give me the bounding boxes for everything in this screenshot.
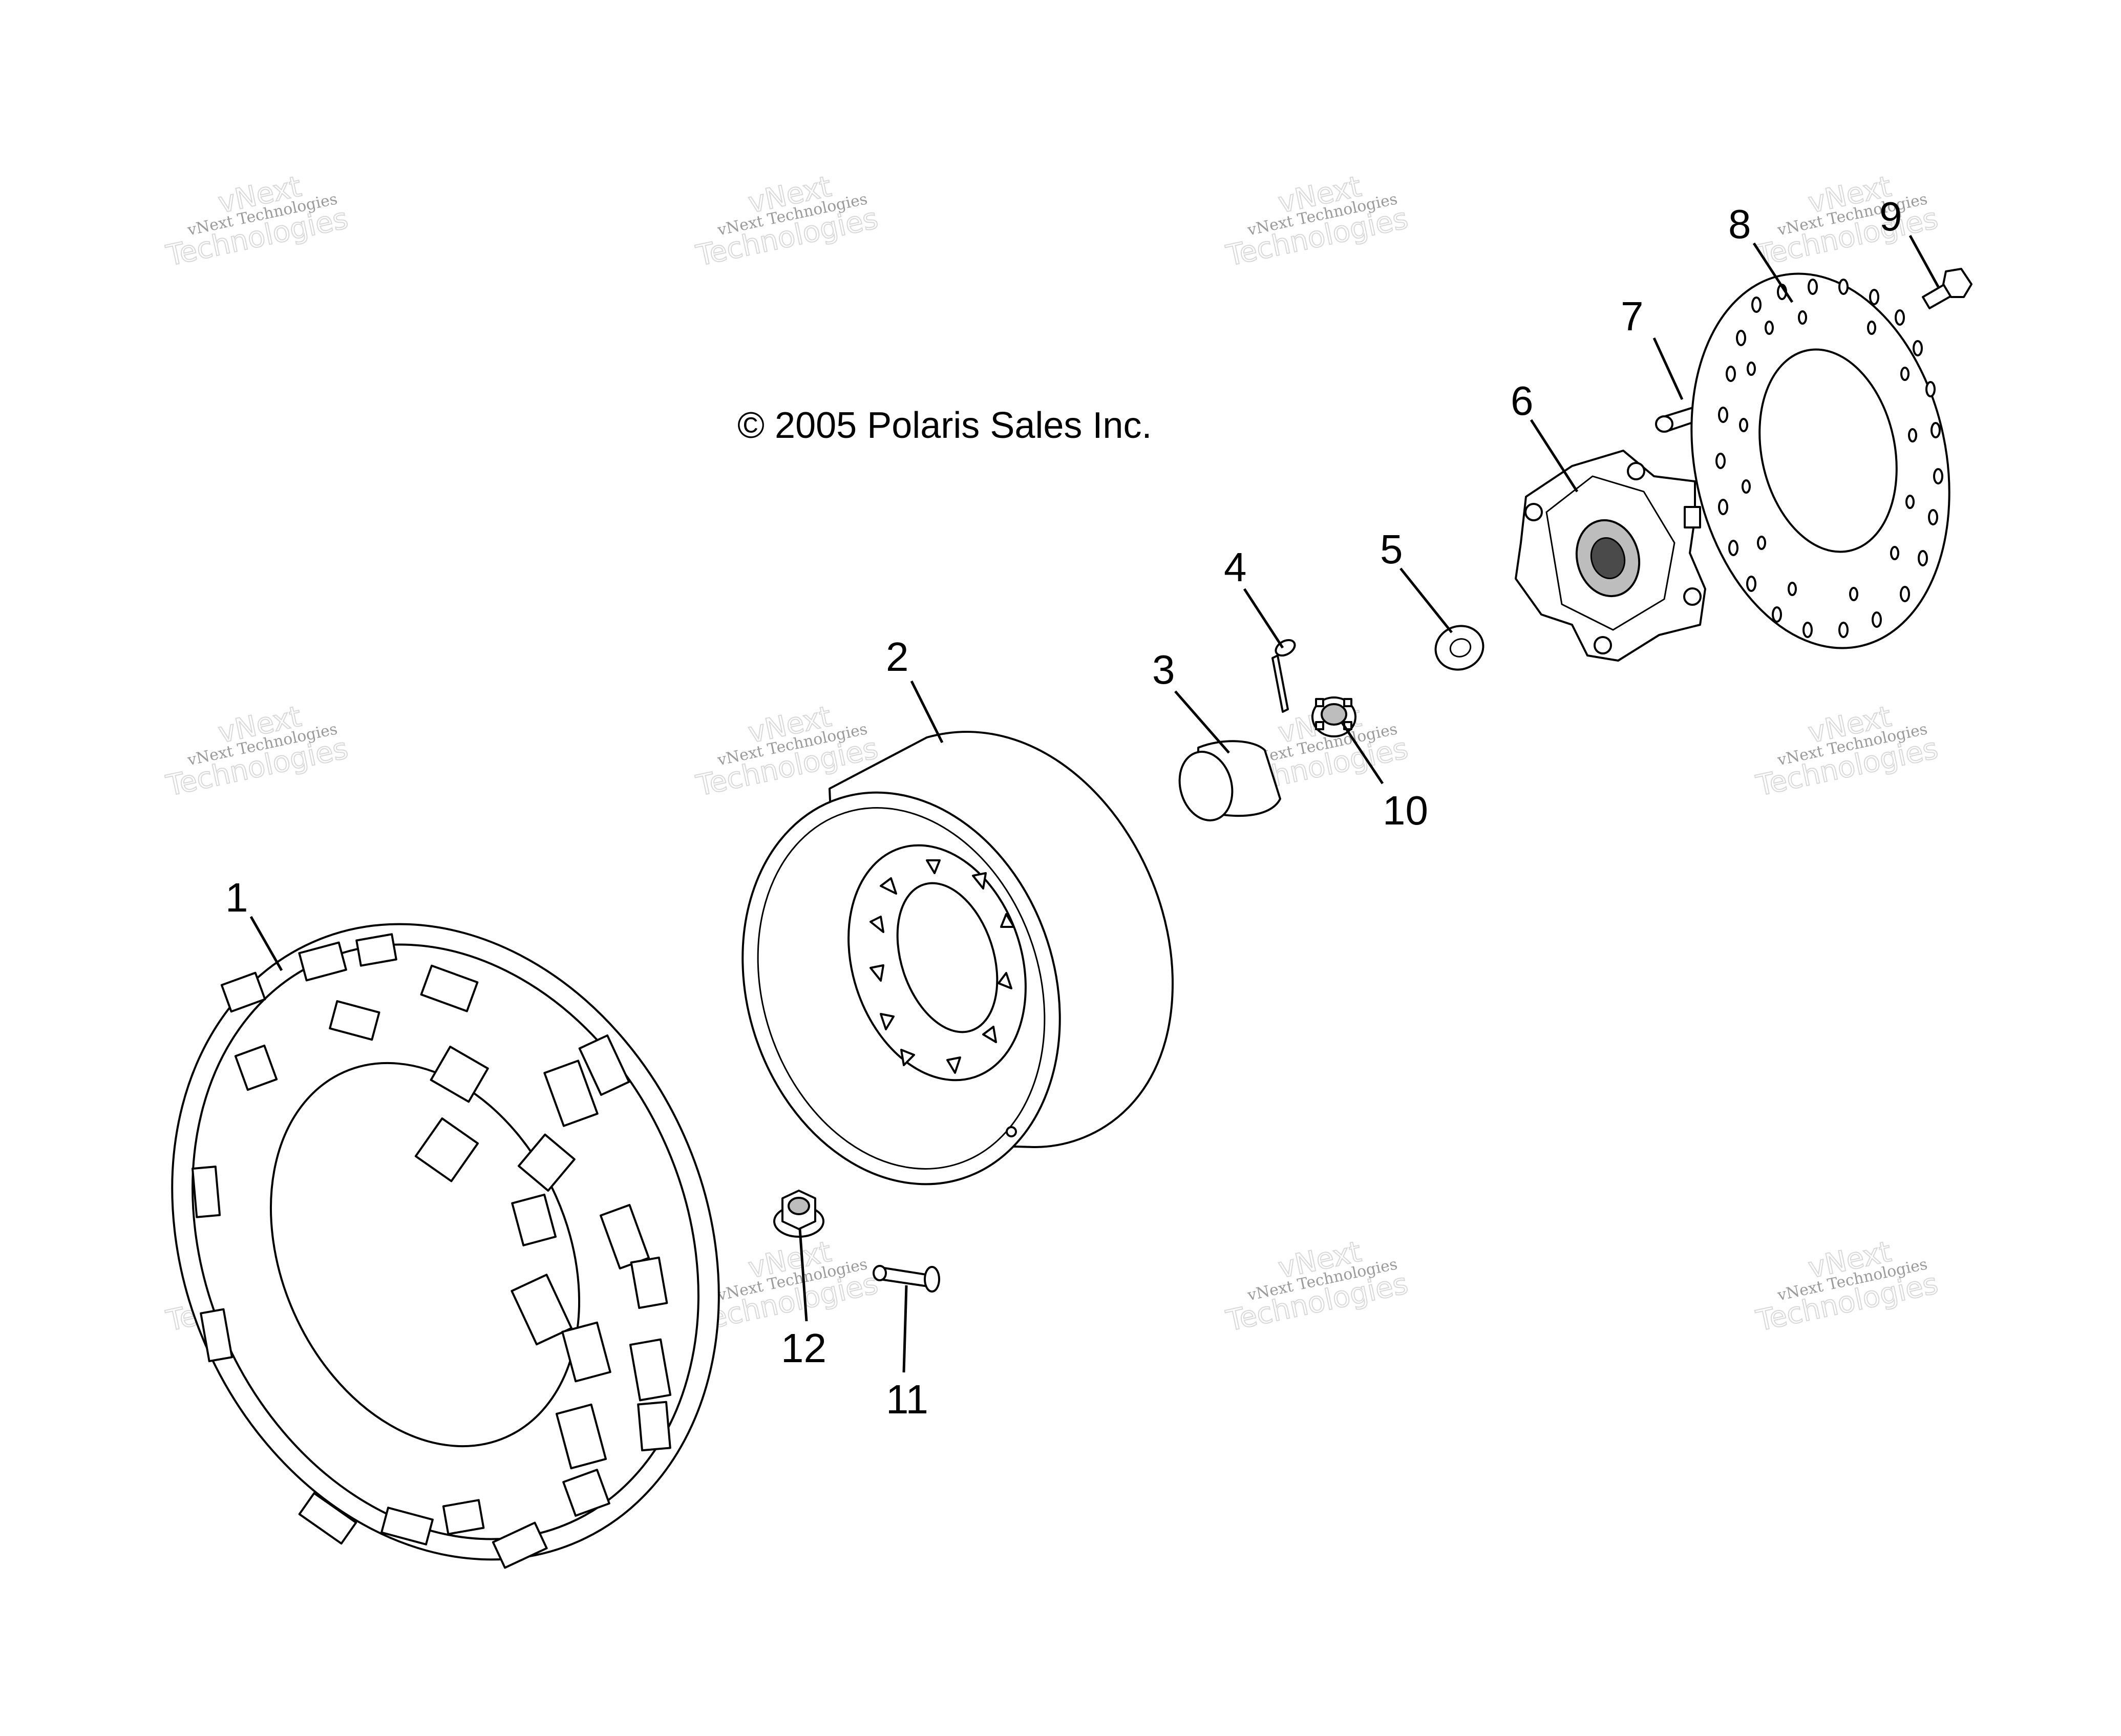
part-wheel-rim[interactable] <box>693 731 1174 1226</box>
callout-6: 6 <box>1511 378 1534 424</box>
rim-vents <box>869 859 1015 1074</box>
tread-lugs <box>191 933 672 1569</box>
callout-11: 11 <box>886 1377 928 1422</box>
watermark: vNext vNext Technologies Technologies <box>1753 170 1941 273</box>
part-flange-nut[interactable] <box>773 1190 824 1238</box>
callout-3: 3 <box>1152 647 1175 692</box>
watermark: vNext vNext Technologies Technologies <box>1223 170 1411 273</box>
watermark: vNext vNext Technologies Technologies <box>1223 1235 1411 1339</box>
callouts: 1 2 3 4 5 6 7 8 9 10 11 12 <box>225 194 1902 1422</box>
watermark: vNext vNext Technologies Technologies <box>1753 1235 1941 1339</box>
watermark: vNext vNext Technologies Technologies <box>1753 700 1941 803</box>
part-pin[interactable] <box>873 1265 940 1293</box>
callout-4: 4 <box>1224 544 1247 590</box>
disc-holes <box>1715 279 1943 638</box>
part-tire[interactable] <box>74 836 817 1647</box>
leader-lines <box>249 235 1940 1373</box>
copyright-notice: © 2005 Polaris Sales Inc. <box>737 405 1152 446</box>
callout-7: 7 <box>1621 293 1644 339</box>
watermark: vNext vNext Technologies Technologies <box>163 170 351 273</box>
callout-8: 8 <box>1728 201 1751 247</box>
callout-9: 9 <box>1879 194 1902 239</box>
part-cotter-pin[interactable] <box>1271 637 1298 713</box>
part-disc-bolt[interactable] <box>1922 268 1972 309</box>
part-wheel-hub[interactable] <box>1515 450 1706 662</box>
part-washer[interactable] <box>1429 619 1489 676</box>
callout-5: 5 <box>1380 526 1403 572</box>
watermark: vNext vNext Technologies Technologies <box>163 700 351 803</box>
callout-12: 12 <box>781 1325 826 1371</box>
callout-10: 10 <box>1383 788 1428 833</box>
callout-1: 1 <box>225 875 248 920</box>
part-hub-cap[interactable] <box>1172 740 1281 826</box>
watermark: vNext vNext Technologies Technologies <box>693 170 881 273</box>
part-brake-disc[interactable] <box>1658 249 1982 672</box>
part-castle-nut[interactable] <box>1311 696 1356 737</box>
callout-2: 2 <box>886 634 909 680</box>
